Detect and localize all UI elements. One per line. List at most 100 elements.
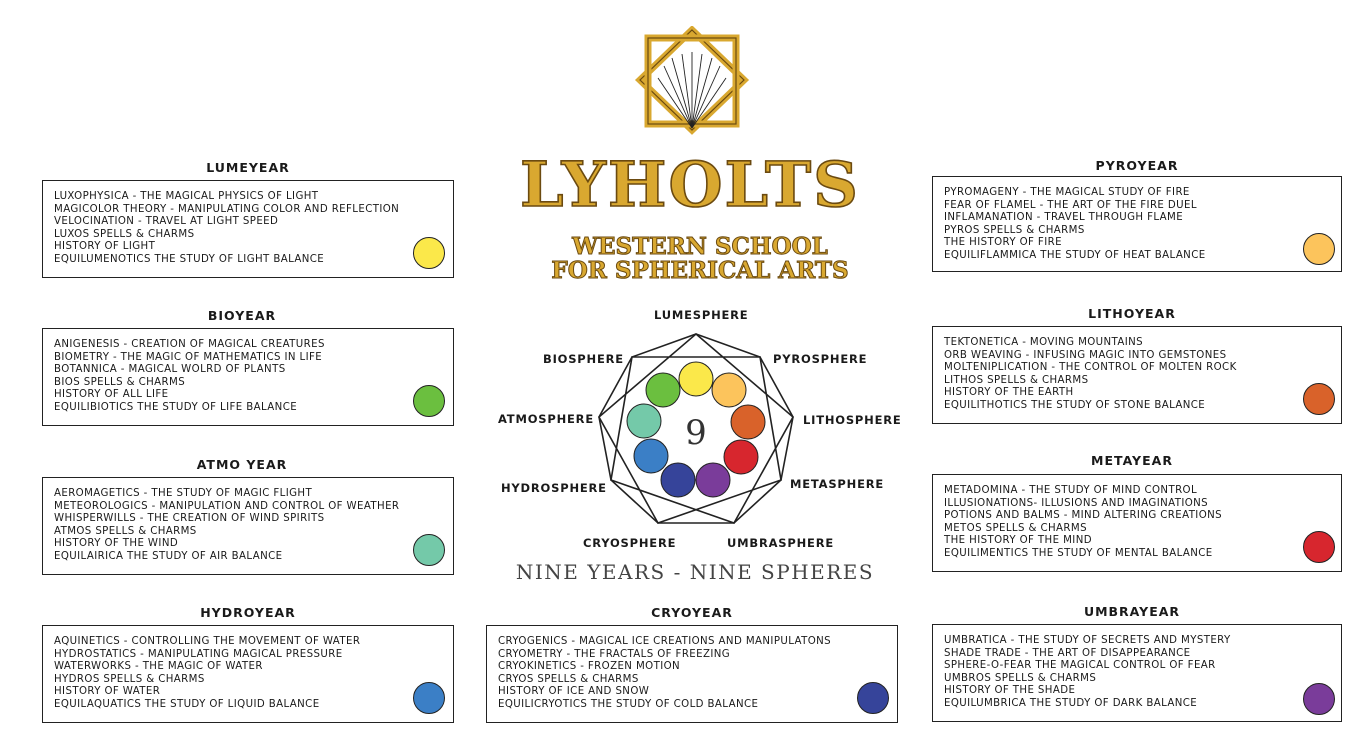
course-item: CRYOGENICS - MAGICAL ICE CREATIONS AND M… [498,636,832,647]
course-item: HISTORY OF LIGHT [54,241,156,253]
course-item: POTIONS AND BALMS - MIND ALTERING CREATI… [944,510,1223,522]
course-item: INFLAMANATION - TRAVEL THROUGH FLAME [944,212,1184,224]
course-item: HYDROS SPELLS & CHARMS [54,673,205,685]
hydro-color-dot [413,682,445,714]
metayear-box: METADOMINA - THE STUDY OF MIND CONTROL I… [932,474,1342,572]
course-item: UMBROS SPELLS & CHARMS [944,672,1097,684]
bio-color-dot [413,385,445,417]
course-item: HISTORY OF THE WIND [54,538,179,550]
bioyear-box: ANIGENESIS - CREATION OF MAGICAL CREATUR… [42,328,454,426]
course-item: HISTORY OF THE SHADE [944,685,1076,697]
sphere-label-pyro: PYROSPHERE [773,352,868,366]
course-item: UMBRATICA - THE STUDY OF SECRETS AND MYS… [944,635,1231,646]
pyroyear-title: PYROYEAR [1095,158,1179,173]
course-item: PYROMAGENY - THE MAGICAL STUDY OF FIRE [944,187,1190,198]
atmoyear-box: AEROMAGETICS - THE STUDY OF MAGIC FLIGHT… [42,477,454,575]
nine-spheres-diagram: 9 [597,332,795,524]
sphere-label-meta: METASPHERE [790,477,885,491]
course-item: HISTORY OF THE EARTH [944,387,1074,399]
umbrayear-title: UMBRAYEAR [1083,604,1181,619]
course-item: BIOMETRY - THE MAGIC OF MATHEMATICS IN L… [54,351,323,363]
atmo-sphere-dot [626,403,662,439]
course-item: HISTORY OF WATER [54,686,161,698]
school-subtitle-line2: FOR SPHERICAL ARTS [551,257,849,284]
bio-sphere-dot [645,372,681,408]
bioyear-title: BIOYEAR [207,308,277,323]
course-item: FEAR OF FLAMEL - THE ART OF THE FIRE DUE… [944,199,1197,211]
course-item: WATERWORKS - THE MAGIC OF WATER [54,661,263,673]
sphere-label-bio: BIOSPHERE [543,352,624,366]
course-item: EQUILICRYOTICS THE STUDY OF COLD BALANCE [498,698,759,710]
course-item: CRYOMETRY - THE FRACTALS OF FREEZING [498,648,731,660]
school-subtitle-line1: WESTERN SCHOOL [572,233,829,260]
litho-sphere-dot [730,404,766,440]
cryoyear-box: CRYOGENICS - MAGICAL ICE CREATIONS AND M… [486,625,898,723]
course-item: EQUILAQUATICS THE STUDY OF LIQUID BALANC… [54,698,320,710]
meta-color-dot [1303,531,1335,563]
atmo-color-dot [413,534,445,566]
course-item: AQUINETICS - CONTROLLING THE MOVEMENT OF… [54,636,361,647]
course-item: EQUILITHOTICS THE STUDY OF STONE BALANCE [944,399,1206,411]
pyro-sphere-dot [711,372,747,408]
course-item: HISTORY OF ICE AND SNOW [498,686,650,698]
course-item: ILLUSIONATIONS- ILLUSIONS AND IMAGINATIO… [944,497,1209,509]
sphere-label-atmo: ATMOSPHERE [498,412,594,426]
course-item: SPHERE-O-FEAR THE MAGICAL CONTROL OF FEA… [944,660,1216,672]
atmoyear-title: ATMO YEAR [196,457,288,472]
course-item: ORB WEAVING - INFUSING MAGIC INTO GEMSTO… [944,349,1227,361]
lumeyear-box: LUXOPHYSICA - THE MAGICAL PHYSICS OF LIG… [42,180,454,278]
course-item: SHADE TRADE - THE ART OF DISAPPEARANCE [944,647,1191,659]
lume-color-dot [413,237,445,269]
course-item: EQUILIBIOTICS THE STUDY OF LIFE BALANCE [54,401,298,413]
course-item: METOS SPELLS & CHARMS [944,522,1087,534]
course-item: MOLTENIPLICATION - THE CONTROL OF MOLTEN… [944,362,1237,374]
course-item: LITHOS SPELLS & CHARMS [944,374,1089,386]
course-item: CRYOKINETICS - FROZEN MOTION [498,661,681,673]
metayear-title: METAYEAR [1091,453,1173,468]
course-item: EQUILUMBRICA THE STUDY OF DARK BALANCE [944,697,1198,709]
course-item: METEOROLOGICS - MANIPULATION AND CONTROL… [54,500,400,512]
course-item: LUXOS SPELLS & CHARMS [54,228,195,240]
sphere-label-hydro: HYDROSPHERE [501,481,607,495]
umbra-color-dot [1303,683,1335,715]
pyroyear-box: PYROMAGENY - THE MAGICAL STUDY OF FIRE F… [932,176,1342,272]
school-name: LYHOLTS [519,148,860,221]
course-item: EQUILIMENTICS THE STUDY OF MENTAL BALANC… [944,547,1213,559]
sphere-label-cryo: CRYOSPHERE [583,536,677,550]
lithoyear-title: LITHOYEAR [1088,306,1176,321]
course-item: CRYOS SPELLS & CHARMS [498,673,639,685]
meta-sphere-dot [723,439,759,475]
course-item: VELOCINATION - TRAVEL AT LIGHT SPEED [54,216,279,228]
lume-sphere-dot [678,361,714,397]
course-item: AEROMAGETICS - THE STUDY OF MAGIC FLIGHT [54,488,313,499]
hydroyear-title: HYDROYEAR [200,605,296,620]
umbrayear-box: UMBRATICA - THE STUDY OF SECRETS AND MYS… [932,624,1342,722]
course-item: BOTANNICA - MAGICAL WOLRD OF PLANTS [54,364,286,376]
course-item: WHISPERWILLS - THE CREATION OF WIND SPIR… [54,513,325,525]
sphere-label-umbra: UMBRASPHERE [727,536,835,550]
cryo-sphere-dot [660,462,696,498]
course-item: MAGICOLOR THEORY - MANIPULATING COLOR AN… [54,203,400,215]
cryo-color-dot [857,682,889,714]
course-item: METADOMINA - THE STUDY OF MIND CONTROL [944,485,1198,496]
lumeyear-title: LUMEYEAR [206,160,290,175]
lithoyear-box: TEKTONETICA - MOVING MOUNTAINS ORB WEAVI… [932,326,1342,424]
sphere-label-litho: LITHOSPHERE [803,413,902,427]
course-item: BIOS SPELLS & CHARMS [54,376,186,388]
footer-title: NINE YEARS - NINE SPHERES [515,560,875,584]
course-item: HYDROSTATICS - MANIPULATING MAGICAL PRES… [54,648,343,660]
hydroyear-box: AQUINETICS - CONTROLLING THE MOVEMENT OF… [42,625,454,723]
course-item: THE HISTORY OF FIRE [944,237,1062,249]
cryoyear-title: CRYOYEAR [651,605,733,620]
course-item: PYROS SPELLS & CHARMS [944,224,1085,236]
course-item: THE HISTORY OF THE MIND [944,535,1092,547]
course-item: LUXOPHYSICA - THE MAGICAL PHYSICS OF LIG… [54,191,319,202]
course-item: TEKTONETICA - MOVING MOUNTAINS [944,337,1144,348]
course-item: HISTORY OF ALL LIFE [54,389,169,401]
enneagram-lines [597,332,795,524]
center-number: 9 [685,413,707,453]
litho-color-dot [1303,383,1335,415]
hydro-sphere-dot [633,438,669,474]
pyro-color-dot [1303,233,1335,265]
school-emblem-icon [634,26,750,135]
